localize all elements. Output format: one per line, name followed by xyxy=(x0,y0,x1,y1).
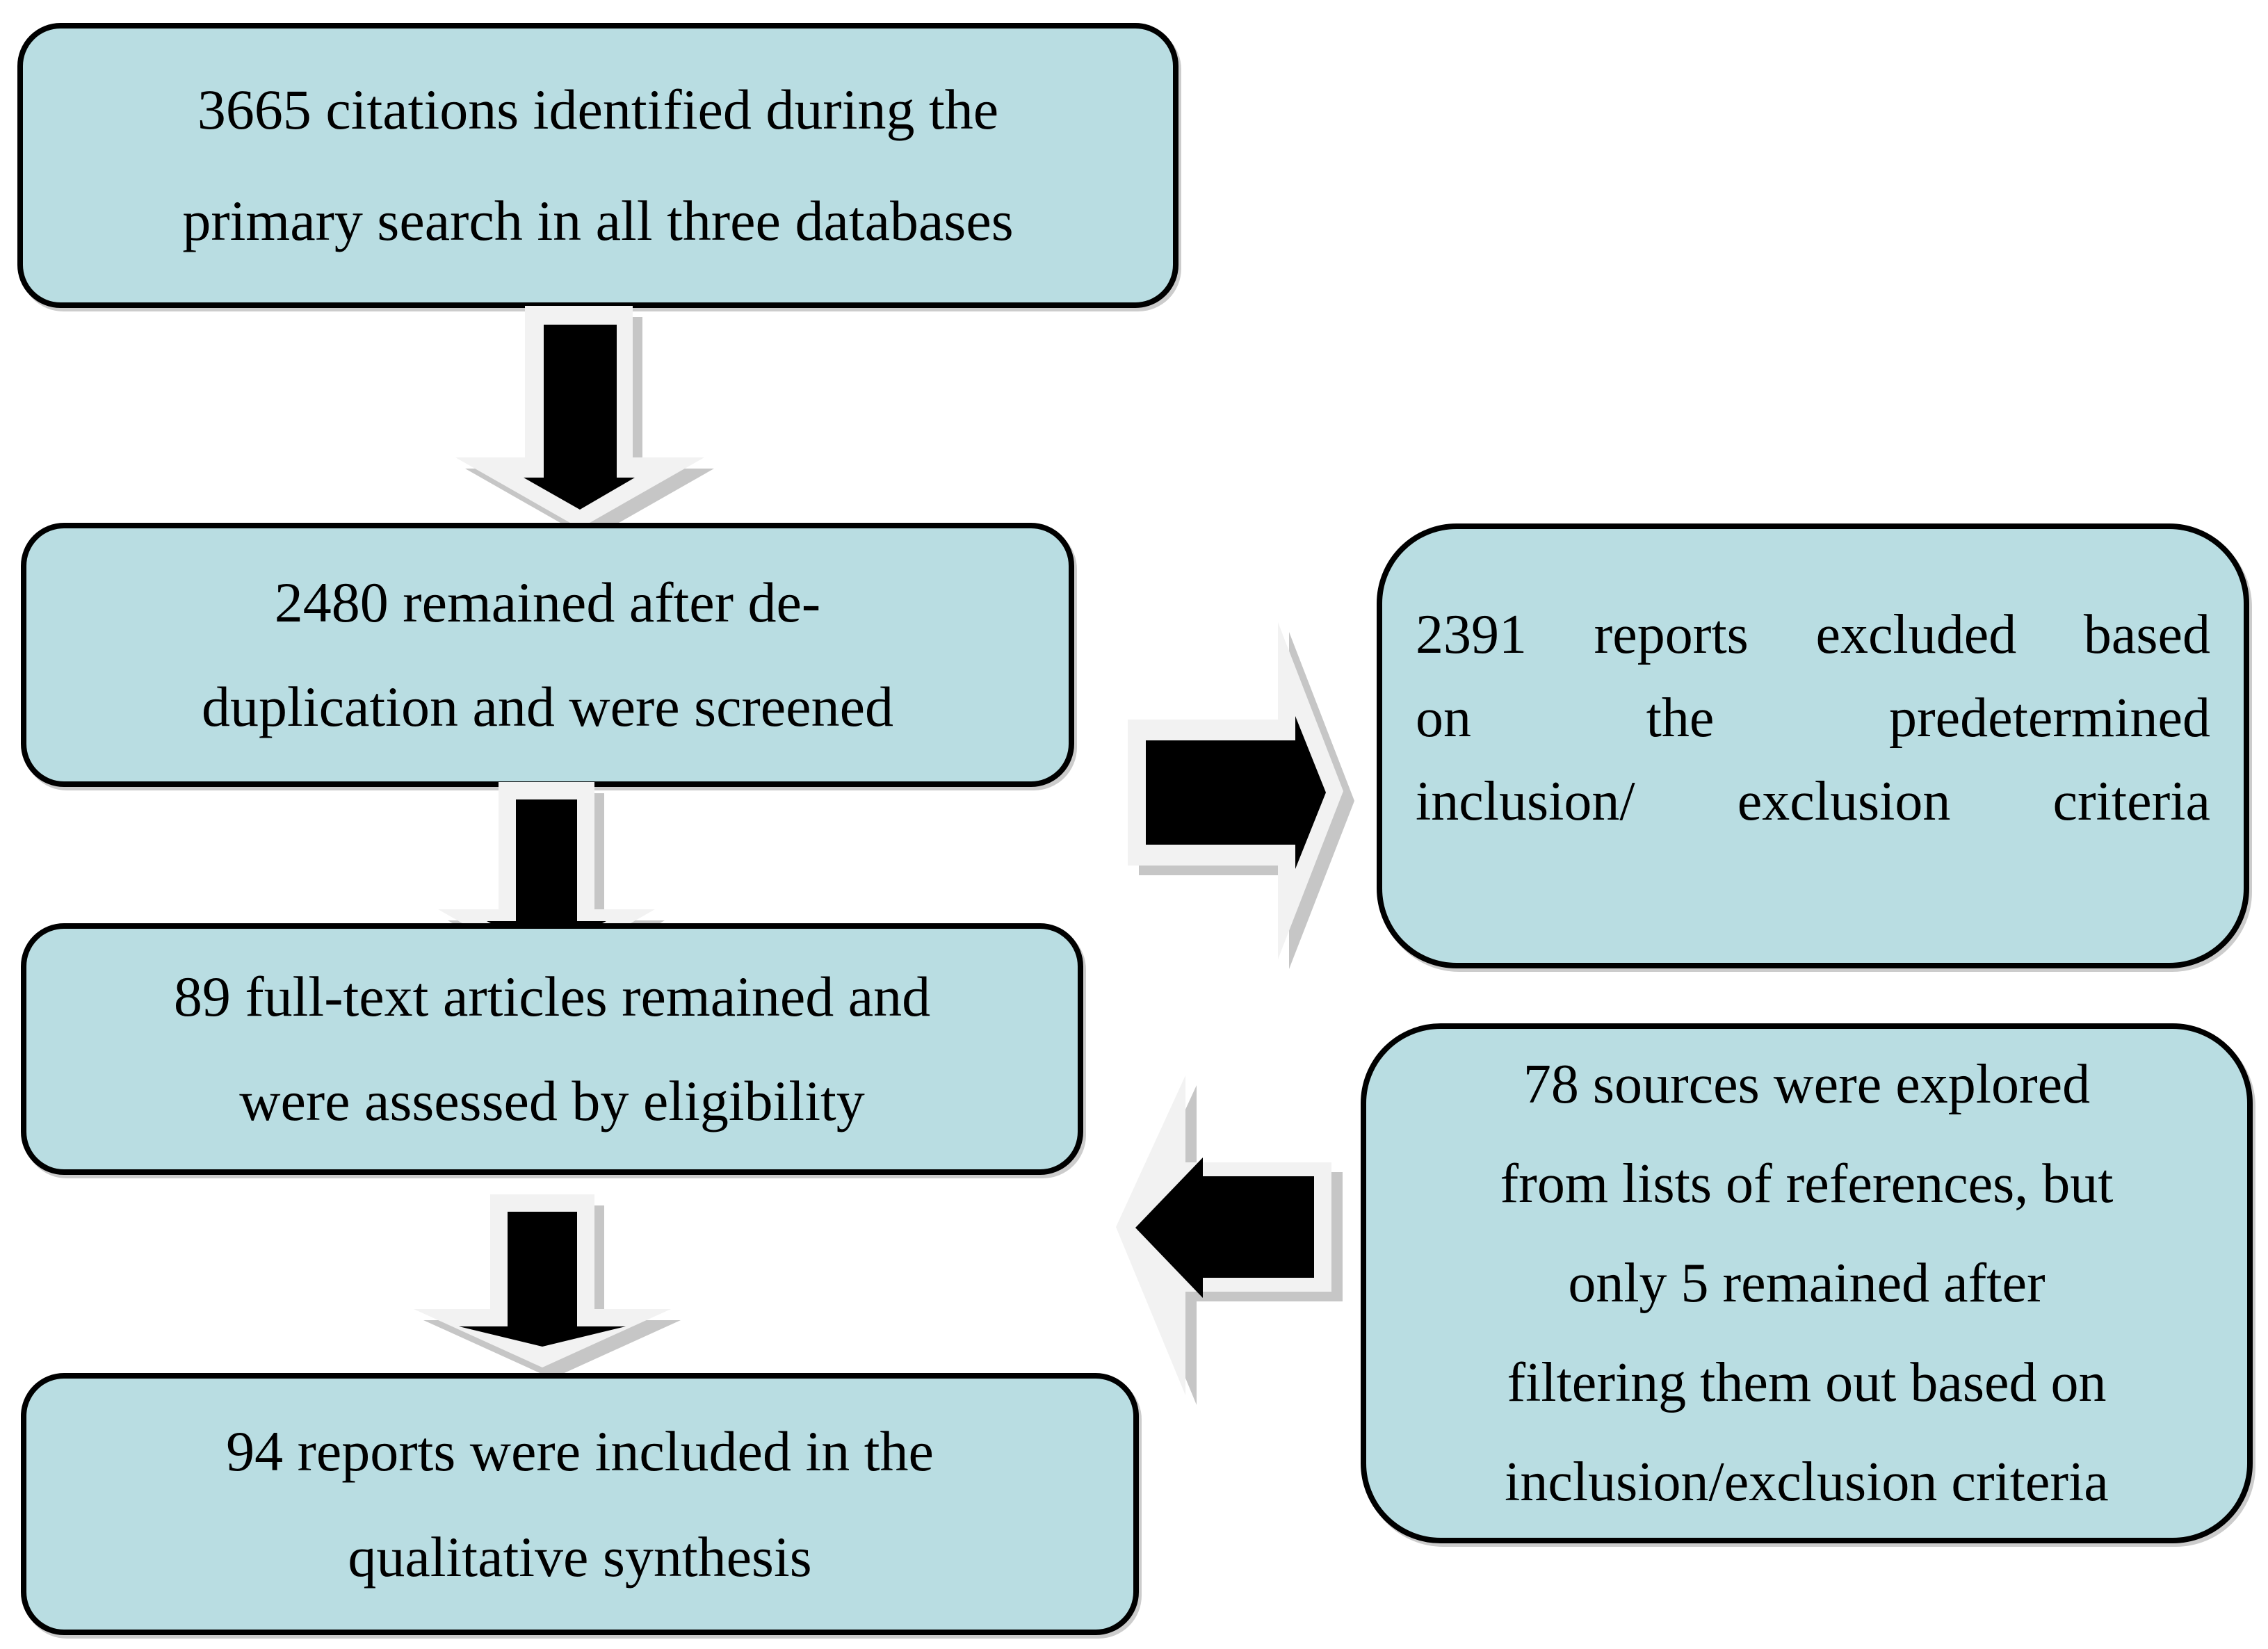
box-screened: 2480 remained after de- duplication and … xyxy=(21,523,1074,787)
arrow-body xyxy=(1135,1157,1314,1298)
box-text-line: inclusion/ exclusion criteria xyxy=(1416,771,2210,832)
box-text-line: from lists of references, but xyxy=(1500,1153,2114,1215)
box-text-line: 94 reports were included in the xyxy=(226,1419,934,1483)
down-arrow-icon xyxy=(455,306,714,539)
box-text-line: 2480 remained after de- xyxy=(274,571,821,634)
box-text-line: 2391 reports excluded based xyxy=(1416,604,2210,665)
box-reports-included: 94 reports were included in the qualitat… xyxy=(21,1373,1139,1635)
arrow-body xyxy=(524,325,635,510)
box-citations-identified: 3665 citations identified during the pri… xyxy=(17,23,1178,308)
arrow-body xyxy=(1146,716,1326,869)
box-text-line: qualitative synthesis xyxy=(348,1525,812,1589)
box-fulltext-assessed: 89 full-text articles remained and were … xyxy=(21,923,1083,1175)
box-text-line: 78 sources were explored xyxy=(1523,1053,2091,1115)
right-arrow-icon xyxy=(1128,622,1354,969)
left-arrow-icon xyxy=(1116,1075,1343,1405)
arrow-body xyxy=(459,1212,626,1347)
box-text-line: only 5 remained after xyxy=(1568,1252,2046,1314)
box-text-line: inclusion/exclusion criteria xyxy=(1505,1451,2109,1513)
box-reports-excluded: 2391 reports excluded based on the prede… xyxy=(1377,523,2249,968)
box-text-line: on the predetermined xyxy=(1416,688,2210,749)
box-text-line: were assessed by eligibility xyxy=(239,1069,865,1132)
box-text-line: filtering them out based on xyxy=(1507,1351,2107,1413)
box-text-line: primary search in all three databases xyxy=(182,189,1014,252)
box-text-line: 3665 citations identified during the xyxy=(197,78,999,141)
box-reference-sources: 78 sources were explored from lists of r… xyxy=(1361,1023,2253,1543)
box-text-line: 89 full-text articles remained and xyxy=(173,965,931,1028)
arrow-body xyxy=(487,799,606,951)
down-arrow-icon xyxy=(414,1194,681,1379)
box-text-line: duplication and were screened xyxy=(202,675,893,738)
